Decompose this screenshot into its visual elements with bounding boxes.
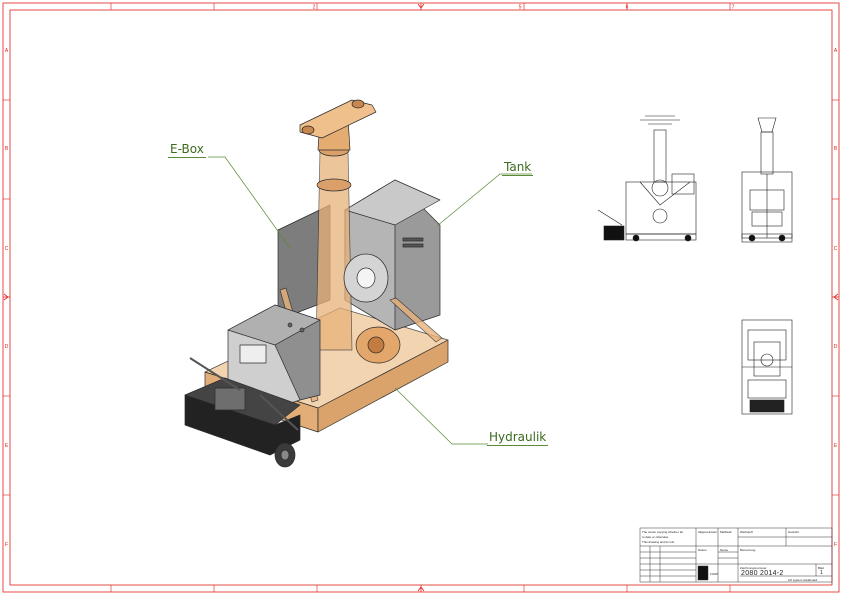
tow-bar [259,394,299,431]
isometric-assembly-view [184,99,449,468]
top-fork [299,99,377,139]
scale-label: Maßstab [720,530,732,534]
zone-row-label: B [834,146,838,152]
tank-vent [402,237,424,242]
drive-motor [214,387,246,411]
title-block-note: to date or otherwise [642,535,669,539]
sheet-label: Blatt [818,566,825,570]
tank-top [344,179,441,226]
zone-labels: 2 5 6 7 A B C D E F A B C D E F [5,5,838,549]
title-label: Benennung [740,548,756,552]
side-view [741,117,793,243]
callout-leaders [208,156,532,445]
top-fork-pin [301,125,315,135]
centering-marks [3,3,839,592]
top-fork-pin [351,99,365,109]
callout-hydraulik: Hydraulik [487,430,549,446]
zone-col-label: 5 [519,5,522,11]
zone-col-label: 7 [732,5,735,11]
strut-right [389,297,443,343]
zone-row-label: A [834,48,838,54]
sheet-number: 1 [820,570,824,576]
material-label: Werkstoff [740,530,753,534]
e-box-side [274,319,321,401]
title-block-note: This drawing and its info [642,540,675,544]
drawing-description: Lift system dockboard [788,578,818,582]
zone-row-label: F [5,542,8,548]
base-platform-right [317,339,449,433]
zone-col-label: 2 [313,5,316,11]
drawing-number-label: Zeichnungsnummer [740,566,767,570]
name-label: Name [720,548,729,552]
company-logo-box [697,565,709,581]
zone-row-label: D [834,344,838,350]
drawing-number: 2080 2014-2 [741,570,784,577]
date-label: Datum [698,548,707,552]
pulley-hub [356,267,376,289]
weight-label: Gewicht [788,530,799,534]
zone-row-label: A [5,48,9,54]
zone-row-label: E [834,443,838,449]
zone-row-label: C [5,246,9,252]
zone-row-label: E [5,443,9,449]
drive-wheel-hub [280,449,290,461]
e-box-bolt [287,322,293,328]
e-box-bolt [299,327,305,333]
company-name: FHSP [710,572,719,576]
title-block-note: The owner copying whether all [642,530,683,534]
zone-col-label: 6 [626,5,629,11]
zone-ticks [3,3,839,592]
front-view [597,115,697,242]
callout-e-box: E-Box [168,142,206,158]
zone-row-label: C [834,246,838,252]
top-view [741,319,793,415]
callout-tank: Tank [502,160,534,176]
tow-bar [189,357,241,391]
zone-row-label: B [5,146,9,152]
mast-collar [316,178,352,192]
e-box-panel [239,344,267,364]
zone-row-label: D [5,344,9,350]
tank-vent [402,243,424,248]
title-block [639,527,833,583]
lower-bracket-hole [367,336,385,354]
zone-row-label: F [834,542,837,548]
general-tolerance-label: Allgemeintoleranz [698,530,717,534]
